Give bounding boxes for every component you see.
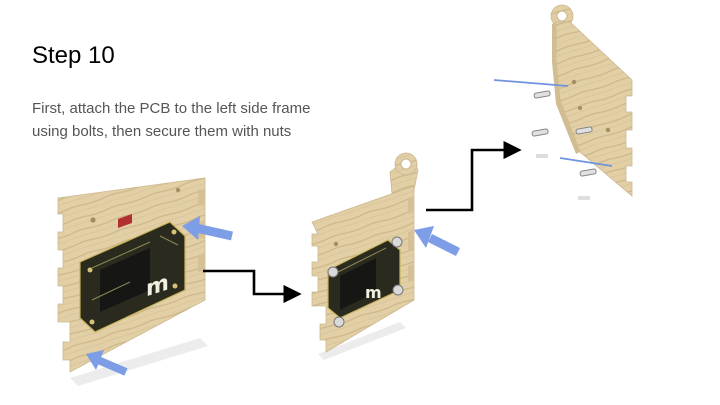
stage-1-frame-with-pcb: m (58, 178, 232, 386)
stage-3-exploded-frame (494, 5, 632, 200)
flow-arrow-icon (203, 271, 298, 294)
stage-2-frame-with-bolts: m (312, 153, 458, 360)
pcb-logo: m (365, 283, 382, 302)
pointer-arrow-icon (414, 226, 458, 252)
flow-arrow-icon (426, 150, 518, 210)
